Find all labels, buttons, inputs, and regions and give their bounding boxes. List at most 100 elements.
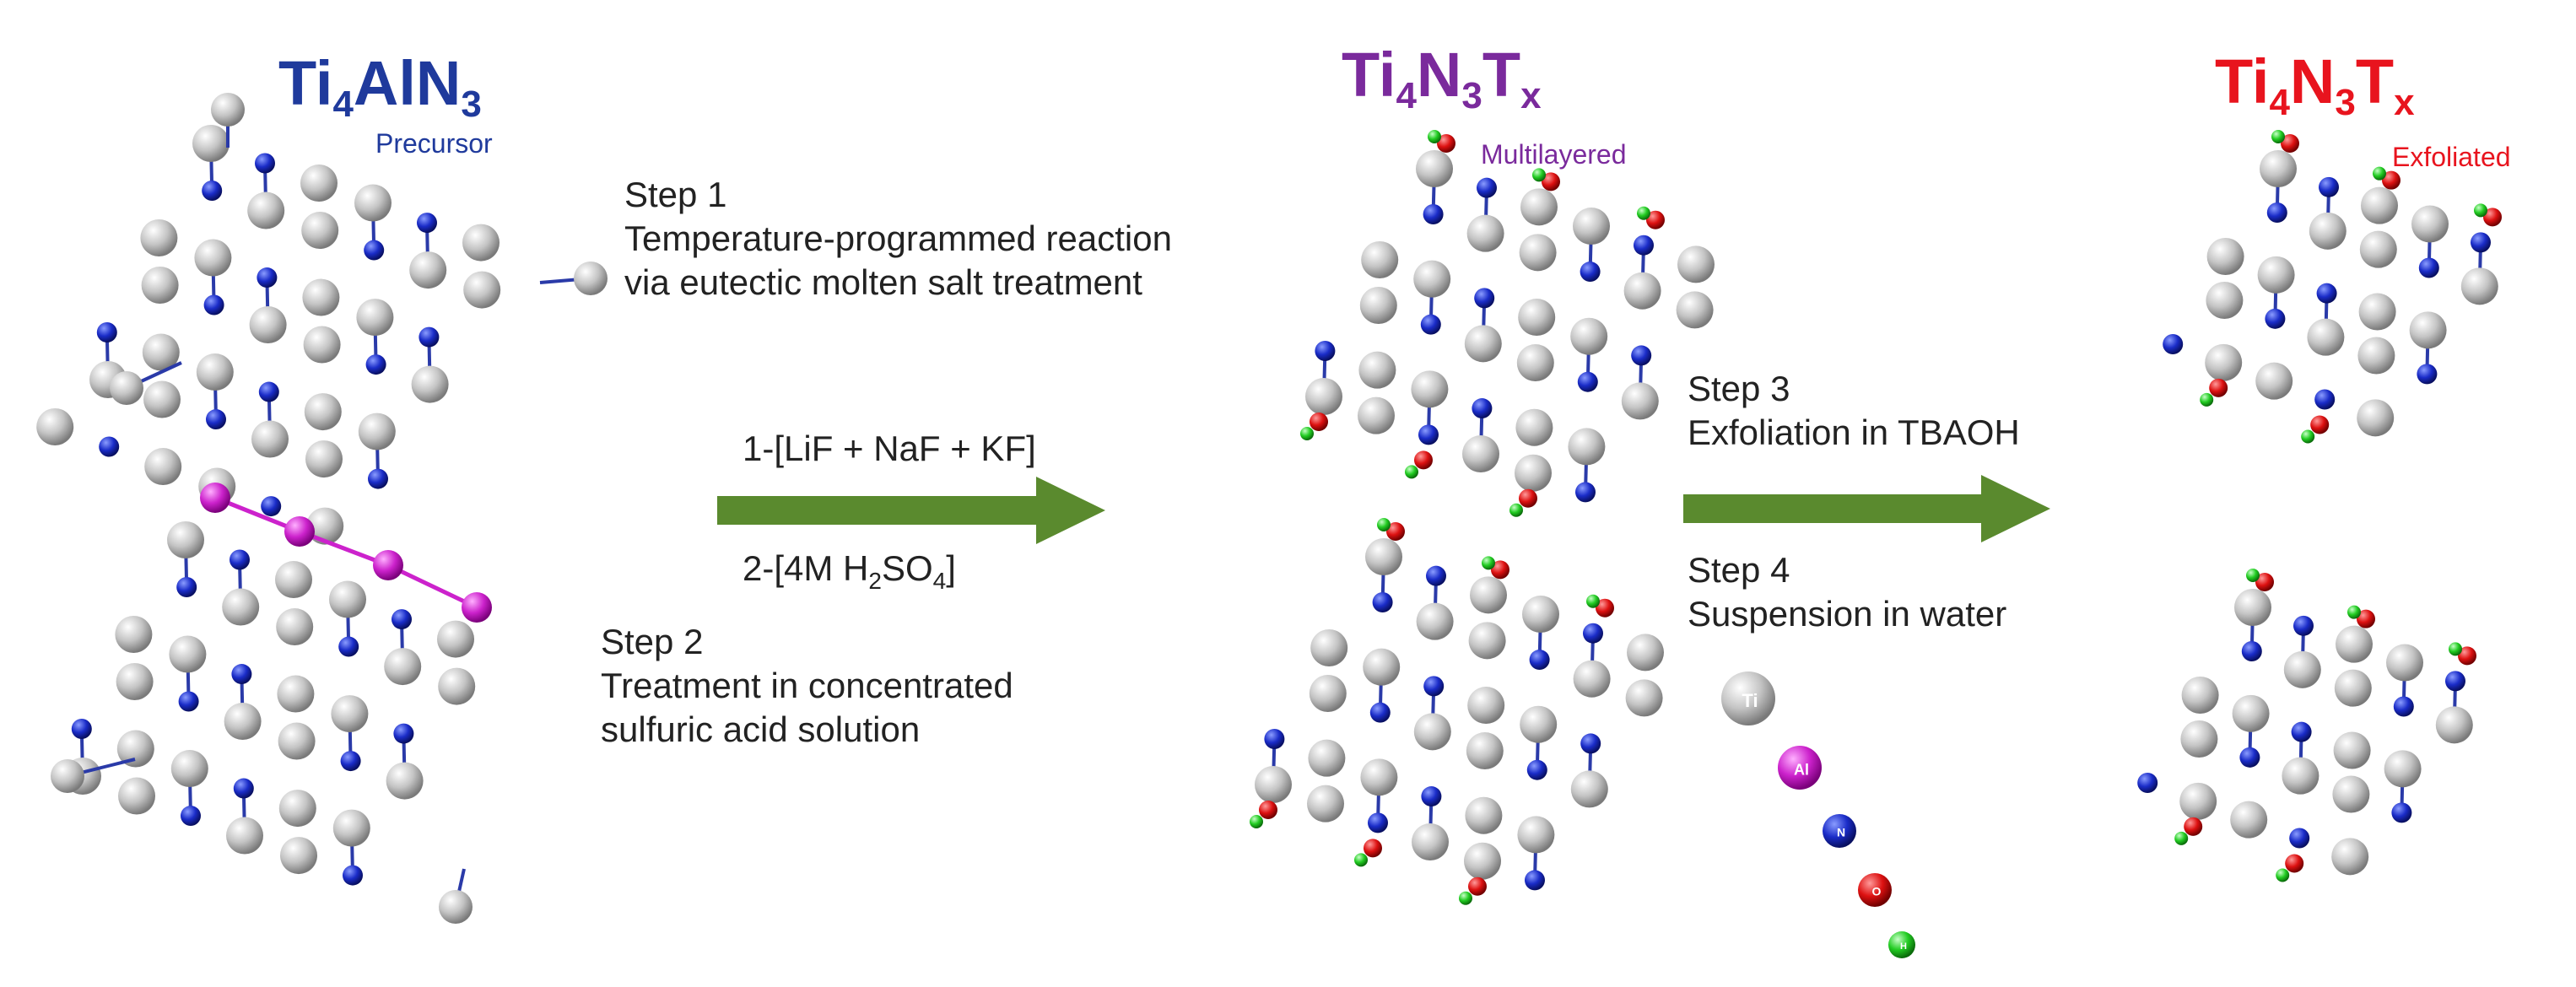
o-atom (1259, 801, 1277, 819)
n-atom (2418, 257, 2439, 278)
step-3-label: Step 3 Exfoliation in TBAOH (1688, 369, 2020, 452)
ti-atom (1625, 679, 1663, 717)
legend-symbol-ti: Ti (1742, 690, 1758, 711)
o-atom (2209, 378, 2228, 397)
h-atom (1888, 931, 1915, 958)
n-atom (1368, 812, 1388, 833)
ti-atom (116, 663, 154, 700)
al-atom (373, 550, 403, 580)
ti-atom (1467, 687, 1505, 725)
ti-atom (1363, 648, 1401, 686)
ti-atom (1573, 208, 1610, 245)
n-atom (1577, 371, 1598, 392)
h-atom (2200, 392, 2214, 407)
ti-atom (194, 239, 232, 277)
o-atom (2458, 646, 2476, 666)
ti-atom (2332, 775, 2370, 813)
ti-atom (2435, 706, 2473, 744)
h-atom (2301, 429, 2315, 444)
ti-atom (167, 521, 204, 558)
h-atom (1459, 891, 1472, 905)
ti-atom (140, 219, 178, 256)
ti-atom (2333, 731, 2371, 769)
o-atom (2281, 134, 2299, 153)
h-atom (2174, 831, 2189, 845)
n-atom (231, 664, 252, 685)
exfoliated-upper-sheet (2163, 130, 2502, 444)
ti-atom (1468, 622, 1506, 660)
reagent-line-1: 1-[LiF + NaF + KF] (743, 429, 1036, 468)
multilayered-structure (1250, 130, 1715, 905)
n-atom (1631, 345, 1652, 366)
ti-atom (2257, 256, 2295, 294)
n-atom (2265, 308, 2286, 329)
ti-atom (143, 380, 181, 418)
exfoliated-lower-sheet (2137, 569, 2476, 882)
ti-atom (2334, 669, 2372, 707)
n-atom (2316, 283, 2337, 304)
n-atom (2393, 696, 2414, 717)
ti-atom (2206, 282, 2244, 319)
ti-atom (437, 620, 474, 658)
n-atom (365, 354, 386, 375)
ti-atom (1568, 428, 1606, 466)
o-atom (1468, 876, 1487, 896)
h-atom (1300, 427, 1314, 440)
n-atom (419, 326, 440, 348)
ti-atom (1470, 576, 1507, 614)
ti-atom (2409, 311, 2447, 349)
ti-atom (115, 616, 153, 653)
ti-atom (356, 299, 394, 337)
n-atom (340, 751, 361, 772)
ti-atom (438, 667, 476, 705)
h-atom (1428, 130, 1441, 143)
ti-atom (1519, 234, 1557, 272)
n-atom (1423, 204, 1444, 224)
n-atom (2241, 641, 2262, 661)
o-atom (2357, 609, 2375, 628)
n-atom (1423, 676, 1445, 697)
n-atom (1634, 235, 1654, 256)
ti-atom (2384, 750, 2422, 788)
ti-atom (354, 184, 392, 222)
legend-symbol-h: H (1900, 941, 1907, 952)
ti-atom (222, 588, 260, 626)
ti-atom (1361, 241, 1399, 278)
n-atom (1420, 314, 1441, 335)
n-atom (96, 322, 117, 342)
ti-atom (36, 408, 74, 445)
n-atom (261, 496, 282, 517)
n-atom (1580, 262, 1601, 283)
ti-atom (170, 750, 208, 788)
n-atom (258, 381, 279, 402)
ti-atom (2331, 838, 2369, 876)
ti-atom (409, 251, 447, 289)
ti-atom (2255, 362, 2293, 400)
h-atom (2474, 203, 2487, 218)
o-atom (1491, 560, 1509, 580)
o-atom (2255, 573, 2274, 591)
ti-atom (247, 191, 285, 229)
n-atom (368, 468, 388, 489)
n-atom (1426, 565, 1446, 586)
al-atom (200, 483, 230, 513)
h-atom (1586, 594, 1600, 608)
ti-atom (386, 762, 424, 800)
multilayered-tag: Multilayered (1481, 139, 1627, 170)
ti-atom (1310, 629, 1348, 666)
ti-atom (118, 777, 155, 815)
n-atom (1372, 592, 1393, 612)
ti-atom (2180, 720, 2218, 758)
ti-atom (1305, 378, 1342, 415)
n-atom (2319, 176, 2339, 197)
ti-atom (303, 326, 341, 364)
ti-atom (306, 507, 344, 545)
ti-atom (2411, 205, 2449, 243)
n-atom (2293, 615, 2314, 636)
ti-atom (192, 125, 230, 162)
n-atom (2266, 202, 2287, 223)
n-atom (202, 181, 223, 201)
h-atom (2347, 605, 2361, 619)
ti-atom (1517, 816, 1555, 854)
step-2-label: Step 2 Treatment in concentrated sulfuri… (601, 622, 1013, 749)
